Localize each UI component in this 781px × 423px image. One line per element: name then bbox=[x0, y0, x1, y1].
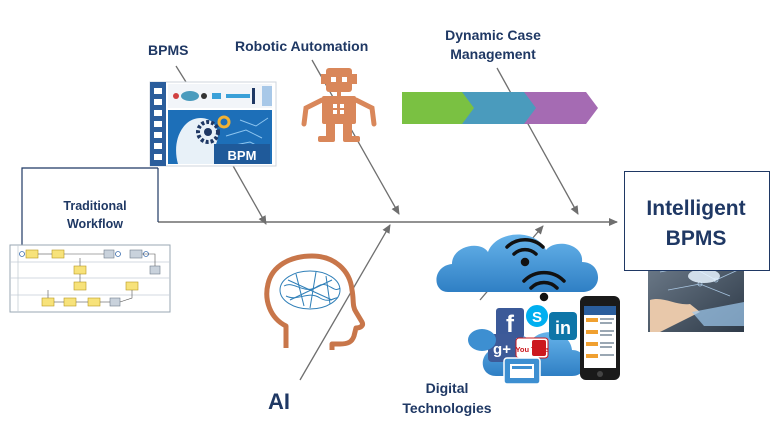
youtube-text: You Tube bbox=[515, 345, 548, 354]
chat-bubble-icon bbox=[468, 329, 496, 351]
skype-letter: S bbox=[532, 309, 542, 326]
facebook-letter: f bbox=[506, 311, 515, 338]
facebook-icon bbox=[496, 308, 524, 338]
dcm-branch-arrow bbox=[496, 67, 579, 215]
wifi-icon-top bbox=[505, 238, 545, 267]
dcm-chevron-teal bbox=[462, 92, 540, 124]
robotic-automation-label: Robotic Automation bbox=[235, 38, 369, 54]
ai-label: AI bbox=[268, 389, 290, 414]
bpms-branch-arrow bbox=[231, 163, 267, 225]
ai-branch-arrow bbox=[299, 224, 391, 381]
bpms-graphic bbox=[149, 81, 277, 167]
bpm-badge-text: BPM bbox=[228, 148, 257, 163]
dcm-chevron-purple bbox=[524, 92, 598, 124]
robot-eyes bbox=[331, 77, 347, 114]
youtube-icon bbox=[515, 337, 549, 359]
workflow-bracket bbox=[21, 167, 158, 245]
intelligent-bpms-box bbox=[624, 171, 770, 271]
smartphone-icon bbox=[580, 296, 620, 380]
wifi-icon-bottom bbox=[522, 270, 566, 302]
linkedin-icon bbox=[549, 312, 577, 340]
digital-technologies-label: Digital Technologies bbox=[402, 380, 492, 416]
ai-head-icon bbox=[264, 253, 365, 350]
robot-icon bbox=[301, 68, 377, 142]
app-window-icon bbox=[503, 357, 541, 385]
workflow-diagram bbox=[9, 244, 171, 313]
intelligent-bpms-title: Intelligent BPMS bbox=[646, 197, 746, 250]
linkedin-letters: in bbox=[555, 318, 571, 338]
gplus-text: g+ bbox=[493, 341, 511, 358]
bpms-label-pointer bbox=[175, 65, 187, 83]
traditional-workflow-label: Traditional Workflow bbox=[63, 199, 127, 231]
dynamic-case-management-label: Dynamic Case Management bbox=[445, 27, 541, 62]
bpms-label: BPMS bbox=[148, 42, 189, 58]
dcm-chevron-green bbox=[402, 92, 478, 124]
